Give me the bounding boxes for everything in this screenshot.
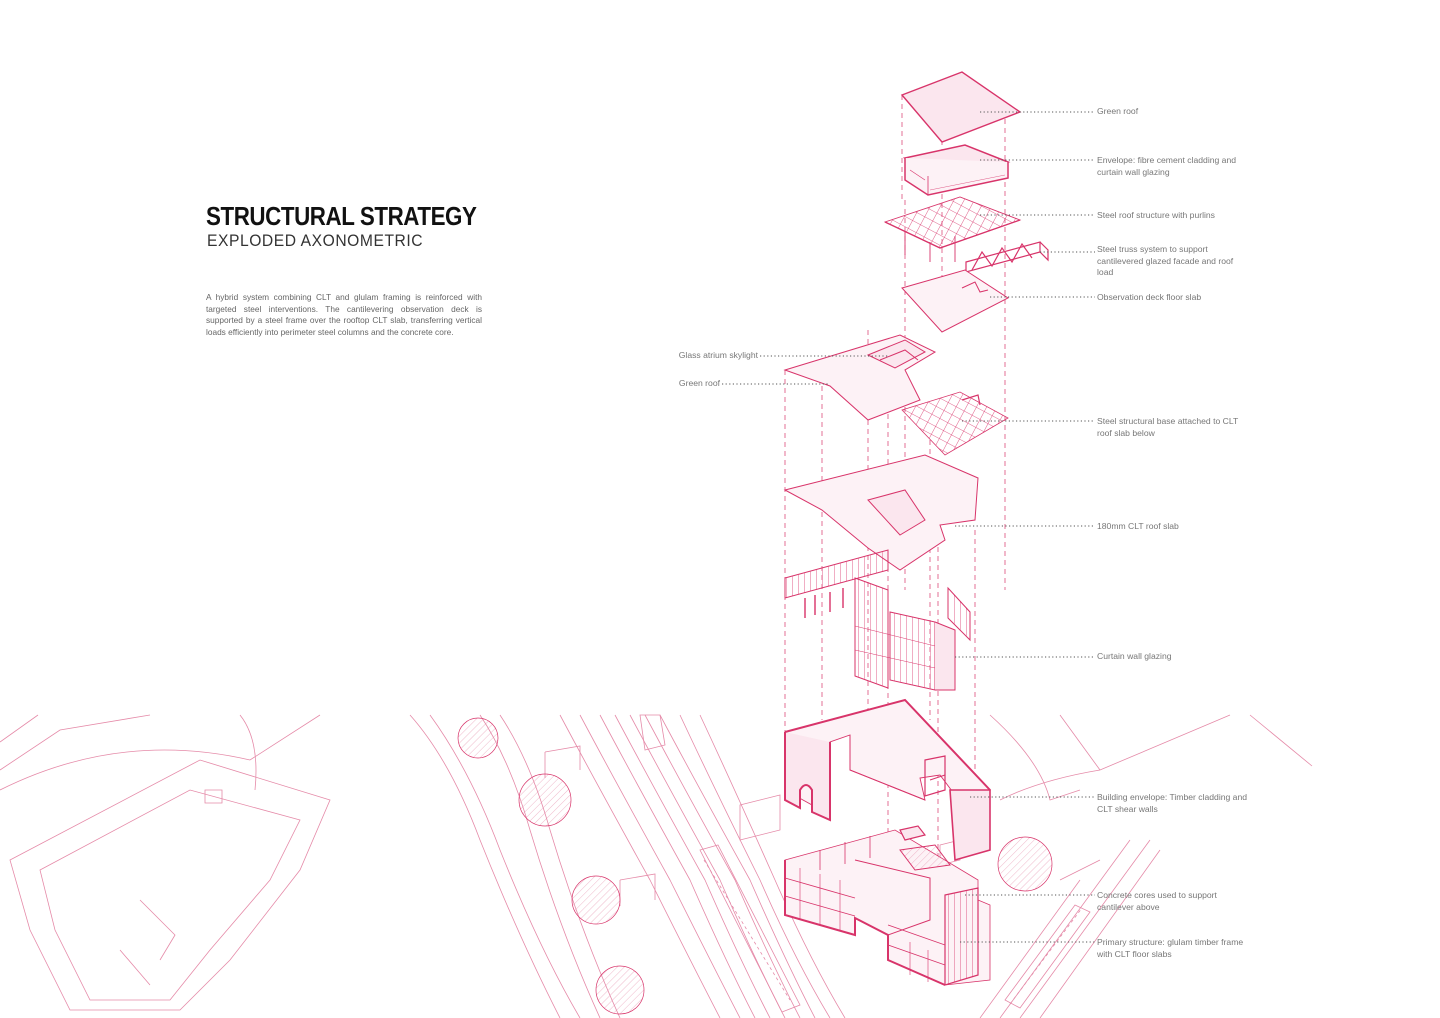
steel-structural-base	[901, 391, 1009, 456]
label-building-envelope: Building envelope: Timber cladding and C…	[1097, 792, 1248, 814]
page-title: STRUCTURAL STRATEGY	[206, 201, 477, 231]
primary-structure	[784, 825, 991, 986]
tree-canopies	[457, 717, 1053, 1015]
label-observation-deck: Observation deck floor slab	[1097, 292, 1202, 302]
curtain-wall-glazing	[784, 549, 971, 691]
building-envelope	[784, 698, 991, 862]
page-subtitle: EXPLODED AXONOMETRIC	[207, 231, 424, 250]
label-green-roof-lower: Green roof	[678, 378, 720, 388]
label-concrete-cores: Concrete cores used to support cantileve…	[1097, 890, 1217, 912]
label-envelope: Envelope: fibre cement cladding and curt…	[1097, 155, 1237, 177]
leader-lines	[722, 111, 1095, 943]
label-primary-structure: Primary structure: glulam timber frame w…	[1097, 937, 1244, 959]
steel-truss-system	[965, 241, 1049, 273]
site-context	[0, 714, 1313, 1018]
label-green-roof: Green roof	[1097, 106, 1139, 116]
steel-roof-structure	[883, 196, 1022, 262]
label-curtain-wall-glazing: Curtain wall glazing	[1097, 651, 1172, 661]
label-glass-atrium-skylight: Glass atrium skylight	[678, 350, 758, 360]
description-text: A hybrid system combining CLT and glulam…	[206, 292, 482, 337]
label-clt-roof-slab: 180mm CLT roof slab	[1097, 521, 1179, 531]
envelope-top	[902, 144, 1011, 196]
atrium-level-slab	[783, 334, 937, 421]
label-steel-roof-structure: Steel roof structure with purlins	[1097, 210, 1215, 220]
observation-deck-slab	[901, 269, 1009, 333]
label-steel-truss-system: Steel truss system to support cantilever…	[1097, 244, 1234, 277]
label-steel-structural-base: Steel structural base attached to CLT ro…	[1097, 416, 1239, 438]
green-roof-top	[900, 71, 1022, 143]
clt-roof-slab	[783, 454, 979, 571]
